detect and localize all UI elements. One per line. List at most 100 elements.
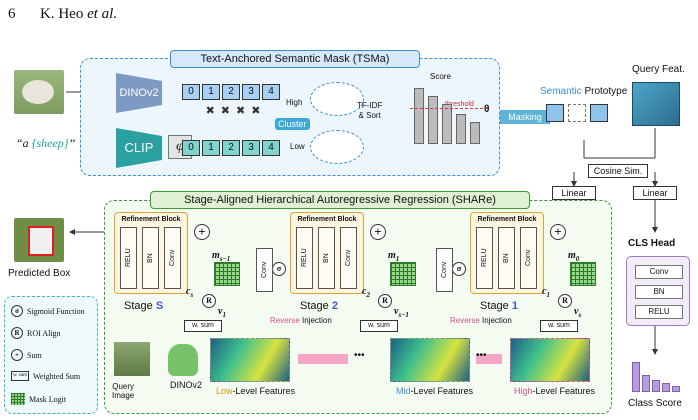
sigmoid-icon: σ [11, 305, 23, 317]
token-text-3: 3 [242, 140, 260, 156]
class-score-bars [632, 360, 684, 392]
layer-relu: RELU [476, 227, 493, 289]
reverse-text: Reverse [270, 316, 300, 325]
low-cluster [310, 130, 364, 164]
reverse-injection-1: Reverse Injection [270, 316, 332, 325]
mask-label: ms−1 [212, 250, 230, 263]
c-subscript: s [190, 291, 194, 299]
stage-word: Stage [124, 300, 153, 312]
mask-label: m0 [568, 250, 579, 263]
dinov2-label-bottom: DINOv2 [170, 380, 203, 390]
weighted-sum-icon: w. sum [11, 371, 29, 381]
query-image-text: Query [112, 382, 135, 391]
token-visual-2: 2 [222, 84, 240, 100]
stage-number: S [155, 300, 164, 312]
cls-head-title: CLS Head [628, 238, 676, 249]
linear-box-left: Linear [552, 186, 596, 200]
c-subscript: 1 [546, 291, 550, 299]
score-bar [456, 114, 466, 144]
query-feat-label: Query Feat. [632, 64, 685, 75]
masking-arrow: Masking [500, 110, 550, 124]
layer-bn: BN [498, 227, 515, 289]
prompt-suffix: ” [68, 136, 76, 150]
conv-side: Conv [256, 248, 273, 292]
token-visual-3: 3 [242, 84, 260, 100]
threshold-label: threshold [445, 101, 474, 108]
class-score-bar [652, 380, 660, 392]
class-score-bar [632, 362, 640, 392]
legend-text: Sum [27, 350, 42, 360]
sigmoid-icon: σ [272, 262, 286, 276]
mask-label: m1 [388, 250, 399, 263]
legend-mask: Mask Logit [11, 393, 66, 405]
sigmoid-icon: σ [452, 262, 466, 276]
score-bars [410, 84, 488, 144]
cls-conv: Conv [635, 265, 683, 279]
cls-bn: BN [635, 285, 683, 299]
layer-bn: BN [318, 227, 335, 289]
author-header: K. Heo et al. [40, 6, 117, 23]
clip-label: CLIP [124, 140, 154, 155]
m-subscript: 0 [575, 255, 580, 263]
sum-icon: + [550, 224, 566, 240]
reverse-injection-2: Reverse Injection [450, 316, 512, 325]
injection-text: Injection [299, 316, 332, 325]
m-symbol: m [568, 250, 576, 261]
c-label: c1 [542, 286, 550, 299]
c-label: c2 [362, 286, 370, 299]
prompt-word: {sheep} [31, 136, 69, 150]
query-feature-cube [632, 82, 680, 126]
low-label: Low [290, 142, 305, 151]
dinov2-label: DINOv2 [119, 87, 159, 99]
dinov2-mascot-icon [168, 344, 198, 376]
share-title: Stage-Aligned Hierarchical Autoregressiv… [150, 191, 530, 209]
c-label: cs [186, 286, 193, 299]
layer-conv: Conv [164, 227, 181, 289]
conv-side: Conv [436, 248, 453, 292]
token-text-4: 4 [262, 140, 280, 156]
sheep-image [14, 70, 64, 114]
page-number: 6 [8, 6, 16, 22]
sum-icon: + [194, 224, 210, 240]
token-visual-1: 1 [202, 84, 220, 100]
prototype-cube [590, 104, 608, 122]
bounding-box [28, 226, 54, 256]
roi-align-icon: R [202, 294, 216, 308]
layer-relu: RELU [120, 227, 137, 289]
sum-icon: + [370, 224, 386, 240]
query-image [114, 342, 150, 376]
theta-label: θ [484, 104, 490, 115]
mid-pre: Mid [396, 386, 411, 396]
high-level-label: High-Level Features [514, 386, 595, 396]
query-image-text2: Image [112, 391, 135, 400]
author-name: K. Heo [40, 6, 84, 22]
token-visual-0: 0 [182, 84, 200, 100]
weighted-sum-box: w. sum [184, 320, 222, 332]
refinement-title: Refinement Block [477, 216, 537, 223]
class-score-bar [672, 386, 680, 392]
similarity-ops-icon: ✖✖✖✖ [205, 105, 267, 117]
semantic-text: Semantic [540, 86, 582, 97]
mid-post: -Level Features [410, 386, 474, 396]
mid-level-features [390, 338, 470, 382]
c-subscript: 2 [366, 291, 370, 299]
mask-logit-icon [11, 393, 25, 405]
tfidf-text: TF-IDF [357, 101, 383, 110]
legend-sum: +Sum [11, 349, 42, 361]
m-symbol: m [388, 250, 396, 261]
prototype-cube [568, 104, 586, 122]
v-subscript: 1 [222, 311, 226, 319]
token-text-1: 1 [202, 140, 220, 156]
c-symbol: c [186, 286, 191, 297]
v-subscript: s [578, 311, 582, 319]
dots-1: ••• [354, 350, 365, 361]
low-level-features [210, 338, 290, 382]
prompt-prefix: “a [16, 136, 32, 150]
injection-text: Injection [479, 316, 512, 325]
score-label: Score [430, 72, 451, 81]
reverse-text: Reverse [450, 316, 480, 325]
high-post: -Level Features [532, 386, 596, 396]
